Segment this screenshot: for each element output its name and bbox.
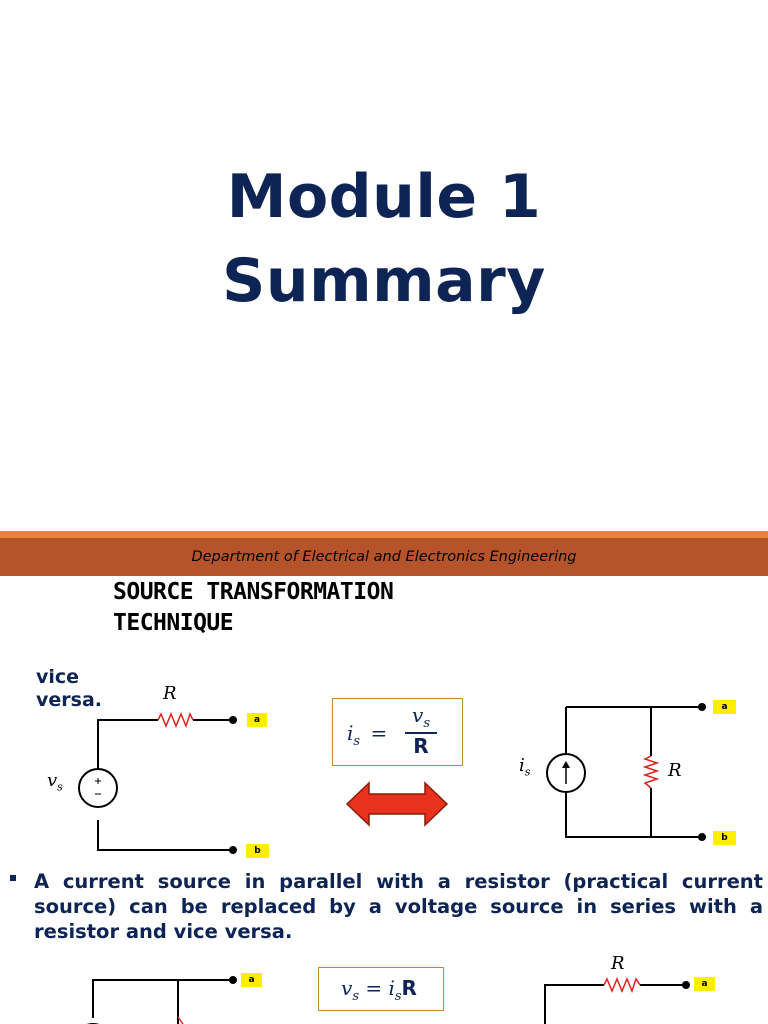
circuit1-source-label: vs bbox=[47, 770, 63, 794]
circuit4-label-a: a bbox=[694, 977, 715, 991]
circuit3-terminal-a bbox=[229, 976, 237, 984]
equation-vs-box: vs = isR bbox=[318, 967, 444, 1011]
circuit1-label-b: b bbox=[246, 844, 269, 858]
circuit4-terminal-a bbox=[682, 981, 690, 989]
circuit2-terminal-b bbox=[698, 833, 706, 841]
equation-vs-rhs-r: R bbox=[401, 976, 417, 1000]
partial-text: vice versa. bbox=[36, 666, 102, 712]
circuit1-source-circle bbox=[78, 768, 118, 808]
circuit-current-source bbox=[546, 703, 706, 841]
circuit2-source-symbol: i bbox=[519, 755, 525, 776]
equation-vs-lhs-sub: s bbox=[352, 989, 359, 1004]
section-heading-line2: TECHNIQUE bbox=[113, 610, 234, 636]
circuit2-resistor-label: R bbox=[668, 760, 682, 781]
title-line-2: Summary bbox=[222, 246, 546, 316]
bullet-paragraph: A current source in parallel with a resi… bbox=[8, 869, 763, 944]
equation-vs-rhs-symbol: i bbox=[388, 976, 395, 1000]
bullet-text: A current source in parallel with a resi… bbox=[34, 870, 763, 943]
footer-bar bbox=[0, 531, 768, 576]
double-arrow-icon bbox=[345, 781, 449, 827]
circuit2-terminal-a bbox=[698, 703, 706, 711]
circuit-voltage-source-bottom bbox=[544, 977, 690, 1024]
circuit2-wires bbox=[565, 706, 702, 838]
equation-vs-content: vs = isR bbox=[341, 976, 417, 1004]
bullet-marker bbox=[10, 875, 16, 881]
equation-is-num-sub: s bbox=[423, 716, 430, 731]
circuit4-resistor-label: R bbox=[611, 953, 625, 974]
equation-is-denominator: R bbox=[413, 734, 429, 758]
circuit2-source-label: is bbox=[519, 755, 530, 779]
circuit1-terminal-b bbox=[229, 846, 237, 854]
equation-vs-rhs-sub: s bbox=[394, 989, 402, 1004]
circuit4-resistor bbox=[603, 977, 641, 994]
circuit1-source-symbol: v bbox=[47, 770, 58, 791]
circuit2-source-sub: s bbox=[524, 765, 531, 779]
circuit1-source-sub: s bbox=[57, 780, 63, 794]
circuit1-terminal-a bbox=[229, 716, 237, 724]
equation-is-lhs: is = bbox=[347, 721, 387, 749]
section-heading-line1: SOURCE TRANSFORMATION bbox=[113, 579, 394, 605]
circuit3-wires bbox=[92, 979, 233, 1024]
circuit4-wires bbox=[544, 984, 685, 1024]
equation-vs-lhs-symbol: v bbox=[341, 976, 353, 1000]
circuit-current-source-bottom bbox=[86, 976, 237, 1024]
circuit2-label-a: a bbox=[713, 700, 736, 714]
partial-text-line2: versa. bbox=[36, 689, 102, 711]
circuit-voltage-source bbox=[78, 712, 237, 854]
circuit1-resistor-label: R bbox=[163, 683, 177, 704]
equation-is-fraction-bar bbox=[405, 732, 437, 734]
partial-text-line1: vice bbox=[36, 666, 80, 688]
equation-is-num-symbol: v bbox=[412, 703, 424, 727]
circuit1-label-a: a bbox=[247, 713, 267, 727]
section-heading: SOURCE TRANSFORMATION TECHNIQUE bbox=[113, 577, 394, 639]
equation-is-lhs-sub: s bbox=[353, 734, 361, 749]
department-label: Department of Electrical and Electronics… bbox=[191, 549, 577, 565]
equation-vs-equals: = bbox=[365, 976, 383, 1000]
equation-is-numerator: vs bbox=[405, 703, 437, 731]
circuit3-label-a: a bbox=[241, 973, 262, 987]
circuit2-label-b: b bbox=[713, 831, 736, 845]
equation-is-lhs-symbol: i bbox=[347, 721, 354, 745]
circuit2-resistor bbox=[642, 755, 660, 789]
circuit1-wires bbox=[97, 719, 232, 851]
equation-is-box: is = vs R bbox=[332, 698, 463, 766]
title-line-1: Module 1 bbox=[226, 162, 542, 232]
circuit1-resistor bbox=[157, 712, 194, 729]
equation-is-equals: = bbox=[370, 721, 388, 745]
